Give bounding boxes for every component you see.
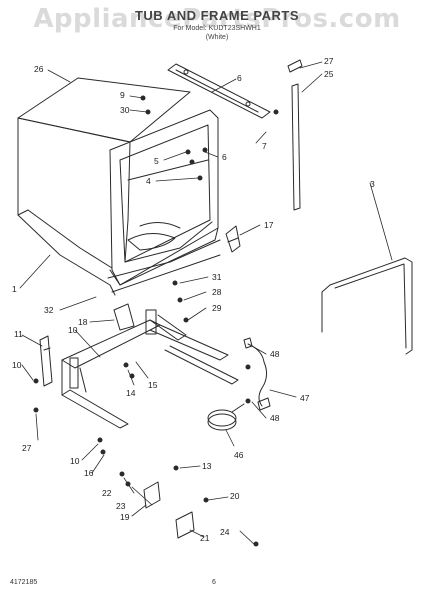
callout-labels: 26 6 27 25 7 9 30 5 6 6 4 3 17 1 31 28 2…: [12, 56, 375, 543]
hinge-bracket: [225, 225, 241, 253]
color-label: (White): [205, 34, 229, 41]
model-label: For Model: KUDT23SHWH1: [173, 25, 261, 32]
callout: 48: [270, 349, 280, 359]
callout: 6: [237, 73, 242, 83]
callout: 21: [200, 533, 210, 543]
callout: 48: [270, 413, 280, 423]
callout: 4: [146, 176, 151, 186]
footer-code: 4172185: [10, 579, 38, 586]
callout: 10: [68, 325, 78, 335]
callout: 23: [116, 501, 126, 511]
callout: 17: [264, 220, 274, 230]
callout: 20: [230, 491, 240, 501]
vent-strip: [287, 59, 303, 211]
callout: 10: [12, 360, 22, 370]
tub-assembly: [17, 77, 221, 296]
callout: 25: [324, 69, 334, 79]
callout: 24: [220, 527, 230, 537]
leader-lines: [19, 61, 393, 547]
door-gasket: [321, 257, 413, 355]
callout: 18: [78, 317, 88, 327]
callout: 19: [120, 512, 130, 522]
callout: 9: [120, 90, 125, 100]
callout: 26: [34, 64, 44, 74]
side-rail: [167, 63, 271, 119]
callout: 15: [148, 380, 158, 390]
leveling-leg: [39, 335, 53, 387]
callout: 32: [44, 305, 54, 315]
callout: 22: [102, 488, 112, 498]
callout: 1: [12, 284, 17, 294]
diagram-title: TUB AND FRAME PARTS: [134, 8, 300, 23]
callout: 27: [324, 56, 334, 66]
front-bracket: [113, 303, 135, 331]
callout: 14: [126, 388, 136, 398]
inlet-valve: [207, 403, 245, 431]
callout: 5: [154, 156, 159, 166]
callout: 3: [370, 179, 375, 189]
callout: 27: [22, 443, 32, 453]
callout: 13: [202, 461, 212, 471]
footer-page: 6: [212, 579, 216, 586]
callout: 16: [84, 468, 94, 478]
callout: 7: [262, 141, 267, 151]
callout: 10: [70, 456, 80, 466]
watermark: AppliancePartsPros.com: [33, 4, 401, 34]
callout: 31: [212, 272, 222, 282]
callout: 28: [212, 287, 222, 297]
mount-brackets: [143, 481, 195, 539]
callout: 46: [234, 450, 244, 460]
base-frame: [61, 309, 239, 429]
callout: 29: [212, 303, 222, 313]
callout: 11: [14, 329, 23, 339]
callout: 47: [300, 393, 310, 403]
callout: 30: [120, 105, 130, 115]
callout: 6: [222, 152, 227, 162]
